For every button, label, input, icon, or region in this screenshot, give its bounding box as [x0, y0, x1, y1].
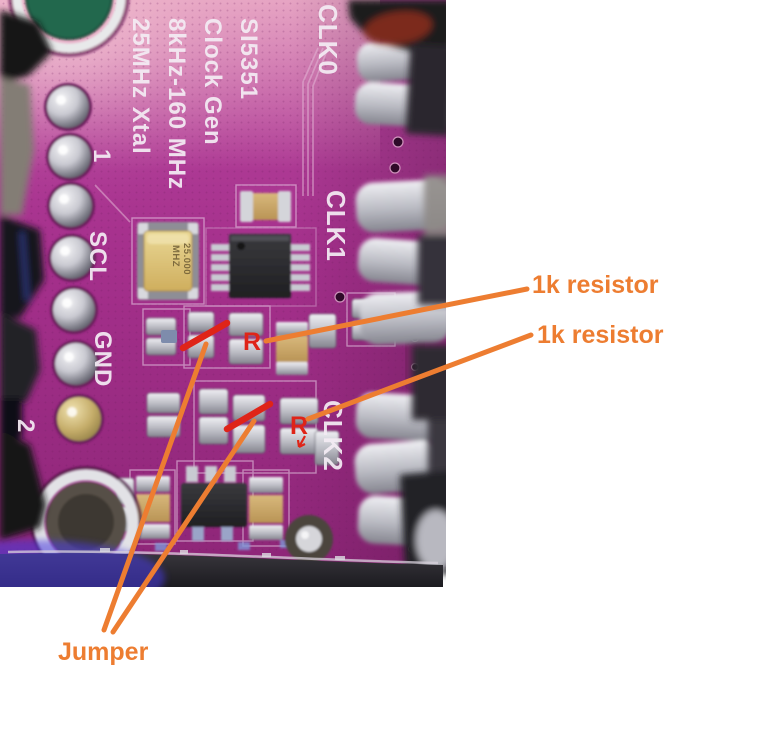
red-stroke-1: [179, 319, 231, 352]
annotation-labels: 1k resistor 1k resistor Jumper: [58, 271, 664, 666]
silkscreen-pin-labels: 1 SCL GND 2: [12, 149, 116, 433]
mounting-hole-bottom-right: [285, 515, 333, 563]
red-marker-r1: R: [243, 328, 261, 356]
leader-line-resistor2: [305, 332, 534, 422]
leader-line-resistor1: [263, 286, 530, 344]
smd-capacitor-mid: [276, 322, 308, 375]
smd-resistor-blue: [161, 330, 177, 343]
label-1k-resistor-2: 1k resistor: [537, 321, 664, 349]
pin-label-1: 1: [88, 149, 115, 163]
crystal-25mhz: [137, 222, 199, 300]
regulator-sot23: [181, 466, 247, 541]
leader-line-jumper-2: [110, 418, 257, 635]
mounting-hole-top-left: [8, 0, 130, 57]
pin-label-2: 2: [12, 419, 39, 433]
silkscreen-title-line3: 8kHz-160 MHz: [163, 18, 190, 190]
clk1-label: CLK1: [321, 190, 351, 262]
chip-pin1-dot: [237, 242, 245, 250]
red-stroke-2: [223, 400, 274, 433]
smd-capacitor-top: [240, 191, 291, 222]
pcb-traces: [94, 47, 329, 223]
silkscreen-title-line1: SI5351: [235, 18, 262, 100]
silkscreen-title-line4: 25MHz Xtal: [127, 18, 154, 155]
pcb-board-photo: 25.000 MHZ: [0, 0, 446, 587]
pin-label-gnd: GND: [89, 331, 116, 387]
red-marks: R R: [179, 319, 308, 448]
annotation-lines: [101, 286, 534, 635]
silkscreen-title-line2: Clock Gen: [199, 18, 226, 146]
leader-line-jumper-1: [101, 341, 209, 633]
svg-text:MHZ: MHZ: [170, 245, 181, 267]
clk0-label: CLK0: [313, 4, 343, 76]
pin-header-solder-balls: [44, 83, 104, 444]
svg-text:25.000: 25.000: [181, 243, 192, 275]
photo-bottom-shadow: [0, 540, 443, 587]
si5351-chip: [211, 234, 310, 298]
silkscreen-title: SI5351 Clock Gen 8kHz-160 MHz 25MHz Xtal: [127, 18, 262, 190]
crystal-marking: 25.000 MHZ: [170, 243, 192, 275]
black-clips-and-connectors: [0, 0, 446, 575]
red-marker-r2: R: [290, 412, 308, 440]
label-jumper: Jumper: [58, 638, 149, 666]
pin-label-scl: SCL: [84, 231, 111, 282]
red-small-arrow: [296, 435, 306, 448]
label-1k-resistor-1: 1k resistor: [532, 271, 659, 299]
